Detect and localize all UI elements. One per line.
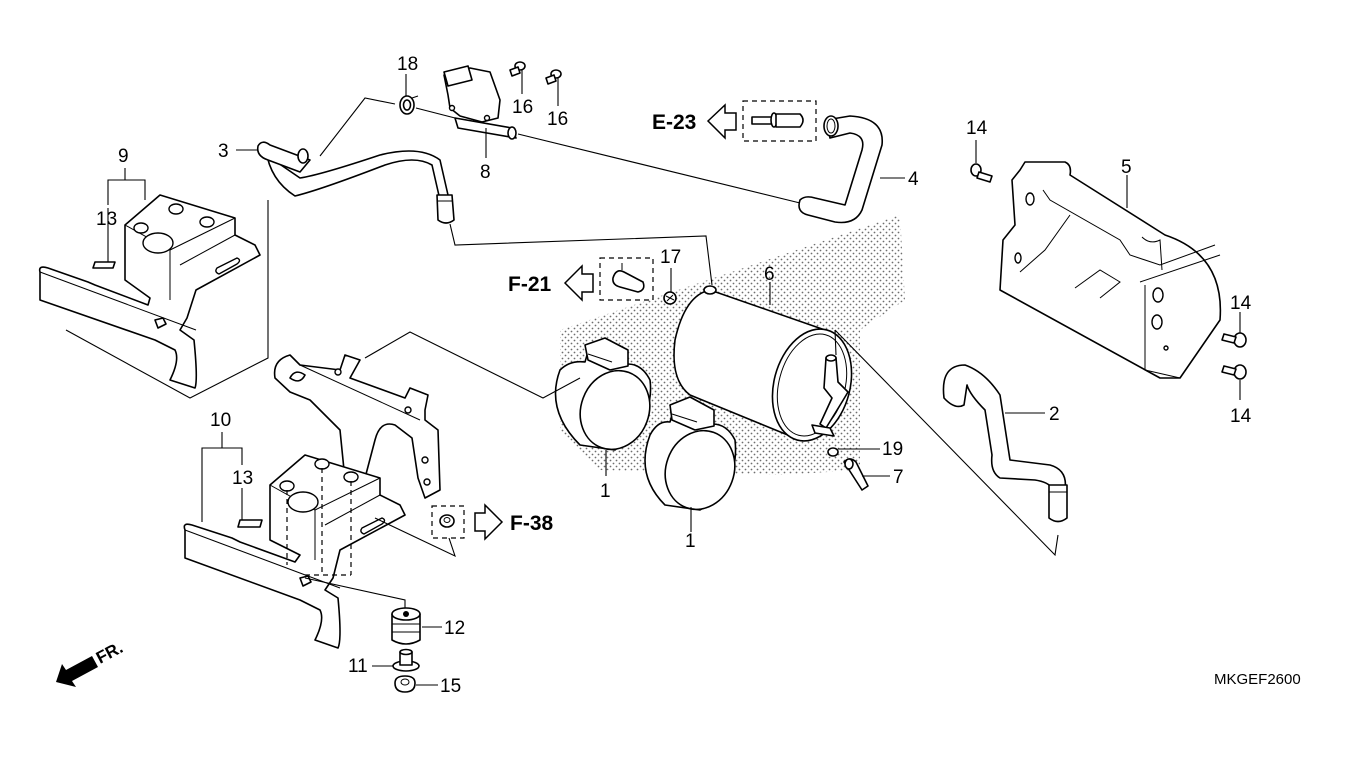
callouts: 18 16 16 3 8 4 9 13 14 5 14 14 2 6 17 19… <box>96 54 1252 697</box>
front-arrow-icon <box>56 656 98 687</box>
f38-nut-box <box>431 505 465 539</box>
part-9-frame <box>65 200 269 399</box>
part-4-charge-tube[interactable] <box>798 115 883 224</box>
ref-arrow-e23[interactable]: E-23 <box>652 103 737 140</box>
leader-lines <box>107 70 1241 686</box>
part-14-bolt-a[interactable] <box>970 163 993 183</box>
ref-arrow-f38[interactable]: F-38 <box>474 503 554 541</box>
ref-label-f21[interactable]: F-21 <box>508 273 552 296</box>
callout-13a[interactable]: 13 <box>96 209 117 230</box>
part-14-bolt-c[interactable] <box>1221 364 1247 380</box>
callout-8[interactable]: 8 <box>480 162 491 183</box>
callout-10[interactable]: 10 <box>210 410 231 431</box>
callout-5[interactable]: 5 <box>1121 157 1132 178</box>
callout-7[interactable]: 7 <box>893 467 904 488</box>
callout-14a[interactable]: 14 <box>966 118 988 139</box>
callout-16b[interactable]: 16 <box>547 109 568 130</box>
callout-11[interactable]: 11 <box>348 656 368 677</box>
part-1-band-b[interactable] <box>644 396 746 519</box>
part-1-band-a[interactable] <box>554 337 661 459</box>
part-15-nut[interactable] <box>394 675 416 693</box>
callout-15[interactable]: 15 <box>440 676 461 697</box>
part-17-clip[interactable] <box>663 291 677 305</box>
f21-fitting-box <box>599 257 654 301</box>
ref-label-f38[interactable]: F-38 <box>510 512 554 535</box>
figure-code: MKGEF2600 <box>1214 671 1301 688</box>
callout-4[interactable]: 4 <box>908 169 919 190</box>
part-10-canister-stay[interactable] <box>183 454 406 649</box>
part-6-canister[interactable] <box>673 285 863 450</box>
part-16-bolt-a[interactable] <box>509 61 526 77</box>
ref-label-e23[interactable]: E-23 <box>652 111 696 134</box>
part-11-collar[interactable] <box>392 648 420 672</box>
callout-6[interactable]: 6 <box>764 264 775 285</box>
callout-1a[interactable]: 1 <box>600 481 611 502</box>
callout-18[interactable]: 18 <box>397 54 418 75</box>
part-7-cap[interactable] <box>843 458 869 491</box>
callout-14b[interactable]: 14 <box>1230 293 1252 314</box>
part-3-purge-tube[interactable] <box>256 141 455 224</box>
part-12-rubber-mount[interactable] <box>391 607 421 645</box>
callout-9[interactable]: 9 <box>118 146 129 167</box>
front-direction-indicator: FR. <box>56 638 126 687</box>
part-9-canister-stay[interactable] <box>38 194 261 389</box>
callout-12[interactable]: 12 <box>444 618 465 639</box>
front-label: FR. <box>93 638 126 668</box>
callout-13b[interactable]: 13 <box>232 468 253 489</box>
part-16-bolt-b[interactable] <box>545 69 562 85</box>
callout-19[interactable]: 19 <box>882 439 903 460</box>
part-14-bolt-b[interactable] <box>1221 332 1247 348</box>
part-19-o-ring[interactable] <box>827 447 839 457</box>
left-arrow-icon <box>563 264 594 302</box>
callout-14c[interactable]: 14 <box>1230 406 1252 427</box>
callout-3[interactable]: 3 <box>218 141 229 162</box>
callout-16a[interactable]: 16 <box>512 97 533 118</box>
part-8-solenoid-valve[interactable] <box>443 65 517 140</box>
part-18-clamp[interactable] <box>399 95 419 115</box>
part-5-canister-cover[interactable] <box>999 161 1222 379</box>
part-2-drain-tube[interactable] <box>942 364 1068 523</box>
ref-arrow-f21[interactable]: F-21 <box>508 264 594 302</box>
right-arrow-icon <box>474 503 504 541</box>
part-10-bracket[interactable] <box>273 354 441 499</box>
callout-17[interactable]: 17 <box>660 247 681 268</box>
callout-2[interactable]: 2 <box>1049 404 1060 425</box>
e23-fitting-box <box>742 100 817 142</box>
callout-1b[interactable]: 1 <box>685 531 696 552</box>
left-arrow-icon <box>706 103 737 140</box>
